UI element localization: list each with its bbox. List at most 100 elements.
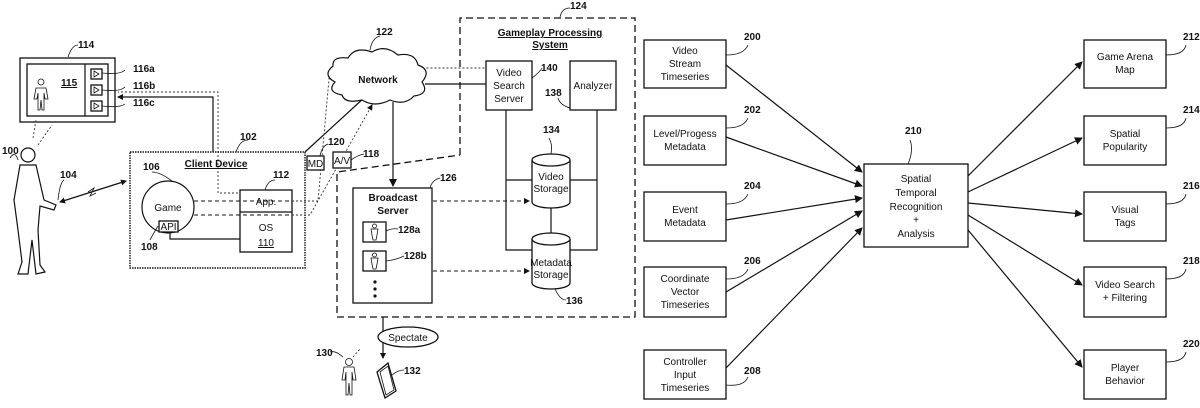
input-box-level-progress-metadata: Level/Progess Metadata 202: [644, 105, 761, 165]
ref-124: 124: [570, 1, 587, 12]
arrow-210-to-216: [968, 203, 1082, 214]
stream-thumbnail-128a[interactable]: [363, 222, 386, 242]
spatial-temporal-analysis-box: Spatial Temporal Recognition + Analysis …: [864, 126, 968, 247]
output-1-line1: Popularity: [1103, 142, 1147, 153]
wireless-link: [60, 181, 126, 202]
ref-116b: 116b: [133, 81, 155, 92]
arrow-202-to-210: [726, 137, 862, 186]
output-box-spatial-popularity: Spatial Popularity 214: [1084, 105, 1200, 165]
network-cloud: Network: [328, 49, 426, 104]
input-1-line0: Level/Progess: [653, 129, 716, 140]
broadcast-line2: Server: [377, 206, 408, 217]
input-1-line1: Metadata: [664, 142, 706, 153]
input-4-line2: Timeseries: [661, 383, 710, 394]
display-114: 115: [20, 58, 115, 122]
input-3-line1: Vector: [671, 287, 700, 298]
ref-138: 138: [545, 88, 562, 99]
arrow-208-to-210: [726, 228, 862, 368]
output-2-line1: Tags: [1114, 218, 1135, 229]
output-box-game-arena-map: Game Arena Map 212: [1084, 32, 1200, 88]
ref-102: 102: [240, 132, 257, 143]
arrow-210-to-214: [968, 138, 1082, 192]
screen-ref: 115: [61, 78, 78, 89]
analyzer-box: Analyzer: [570, 61, 616, 110]
broadcast-server-box: Broadcast Server: [353, 188, 432, 303]
ref-100: 100: [2, 146, 19, 157]
play-button-116b[interactable]: [91, 85, 102, 95]
ref-140: 140: [541, 63, 558, 74]
center-line3: +: [913, 215, 919, 226]
input-box-video-stream-timeseries: Video Stream Timeseries 200: [644, 32, 761, 88]
broadcast-line1: Broadcast: [369, 193, 419, 204]
input-box-controller-input-timeseries: Controller Input Timeseries 208: [644, 350, 761, 399]
app-label: App.: [256, 197, 277, 208]
input-4-line1: Input: [674, 370, 696, 381]
metadata-storage-line2: Storage: [533, 270, 568, 281]
input-box-coordinate-vector-timeseries: Coordinate Vector Timeseries 206: [644, 256, 761, 317]
ref-218: 218: [1183, 256, 1200, 267]
ref-108: 108: [141, 242, 158, 253]
output-3-line1: + Filtering: [1103, 293, 1147, 304]
arrow-204-to-210: [726, 198, 862, 220]
output-0-line0: Game Arena: [1097, 52, 1154, 63]
output-2-line0: Visual: [1111, 205, 1138, 216]
ref-134: 134: [543, 125, 560, 136]
center-line4: Analysis: [897, 229, 934, 240]
output-4-line1: Behavior: [1105, 376, 1145, 387]
output-4-line0: Player: [1111, 363, 1140, 374]
input-0-line0: Video: [672, 46, 698, 57]
ref-220: 220: [1183, 339, 1200, 350]
vss-line1: Video: [496, 68, 522, 79]
os-label: OS: [259, 223, 274, 234]
play-button-116a[interactable]: [91, 69, 102, 79]
ref-112: 112: [273, 170, 290, 181]
input-3-line0: Coordinate: [661, 274, 710, 285]
ref-128a: 128a: [398, 225, 421, 236]
output-0-line1: Map: [1115, 65, 1135, 76]
stream-thumbnail-128b[interactable]: [363, 251, 386, 271]
spectator-figure: [342, 349, 360, 395]
arrow-210-to-212: [968, 62, 1082, 176]
ref-120: 120: [328, 137, 345, 148]
gameplay-title-line2: System: [532, 40, 568, 51]
ref-130: 130: [316, 348, 333, 359]
video-storage-line2: Storage: [533, 184, 568, 195]
vss-line3: Server: [494, 94, 524, 105]
arrow-200-to-210: [726, 65, 862, 172]
input-box-event-metadata: Event Metadata 204: [644, 181, 761, 241]
network-label: Network: [358, 75, 398, 86]
video-search-server-box: Video Search Server: [486, 61, 532, 110]
ref-216: 216: [1183, 181, 1200, 192]
play-button-116c[interactable]: [91, 101, 102, 111]
input-3-line2: Timeseries: [661, 300, 710, 311]
api-label: API: [160, 222, 176, 233]
output-box-visual-tags: Visual Tags 216: [1084, 181, 1200, 241]
output-box-video-search-filtering: Video Search + Filtering 218: [1084, 256, 1200, 317]
metadata-storage-cylinder: Metadata Storage: [530, 233, 572, 289]
client-device-title: Client Device: [185, 159, 248, 170]
center-line2: Recognition: [890, 202, 943, 213]
spectator-tablet-icon: [377, 363, 396, 398]
ref-210: 210: [905, 126, 922, 137]
ref-116a: 116a: [133, 64, 155, 75]
md-label: MD: [308, 159, 324, 170]
ref-118: 118: [363, 149, 380, 160]
ref-206: 206: [744, 256, 761, 267]
ref-200: 200: [744, 32, 761, 43]
output-3-line0: Video Search: [1095, 280, 1155, 291]
video-storage-cylinder: Video Storage: [532, 154, 570, 208]
ref-132: 132: [404, 366, 421, 377]
metadata-storage-line1: Metadata: [530, 258, 572, 269]
ref-126: 126: [440, 173, 457, 184]
input-0-line1: Stream: [669, 59, 701, 70]
ref-128b: 128b: [404, 251, 427, 262]
ref-214: 214: [1183, 105, 1200, 116]
output-1-line0: Spatial: [1110, 129, 1141, 140]
analysis-flow: Video Stream Timeseries 200 Level/Proges…: [644, 32, 1200, 399]
center-line0: Spatial: [901, 174, 932, 185]
input-4-line0: Controller: [663, 357, 707, 368]
arrow-206-to-210: [726, 211, 862, 292]
ref-208: 208: [744, 366, 761, 377]
gameplay-title-line1: Gameplay Processing: [498, 28, 603, 39]
